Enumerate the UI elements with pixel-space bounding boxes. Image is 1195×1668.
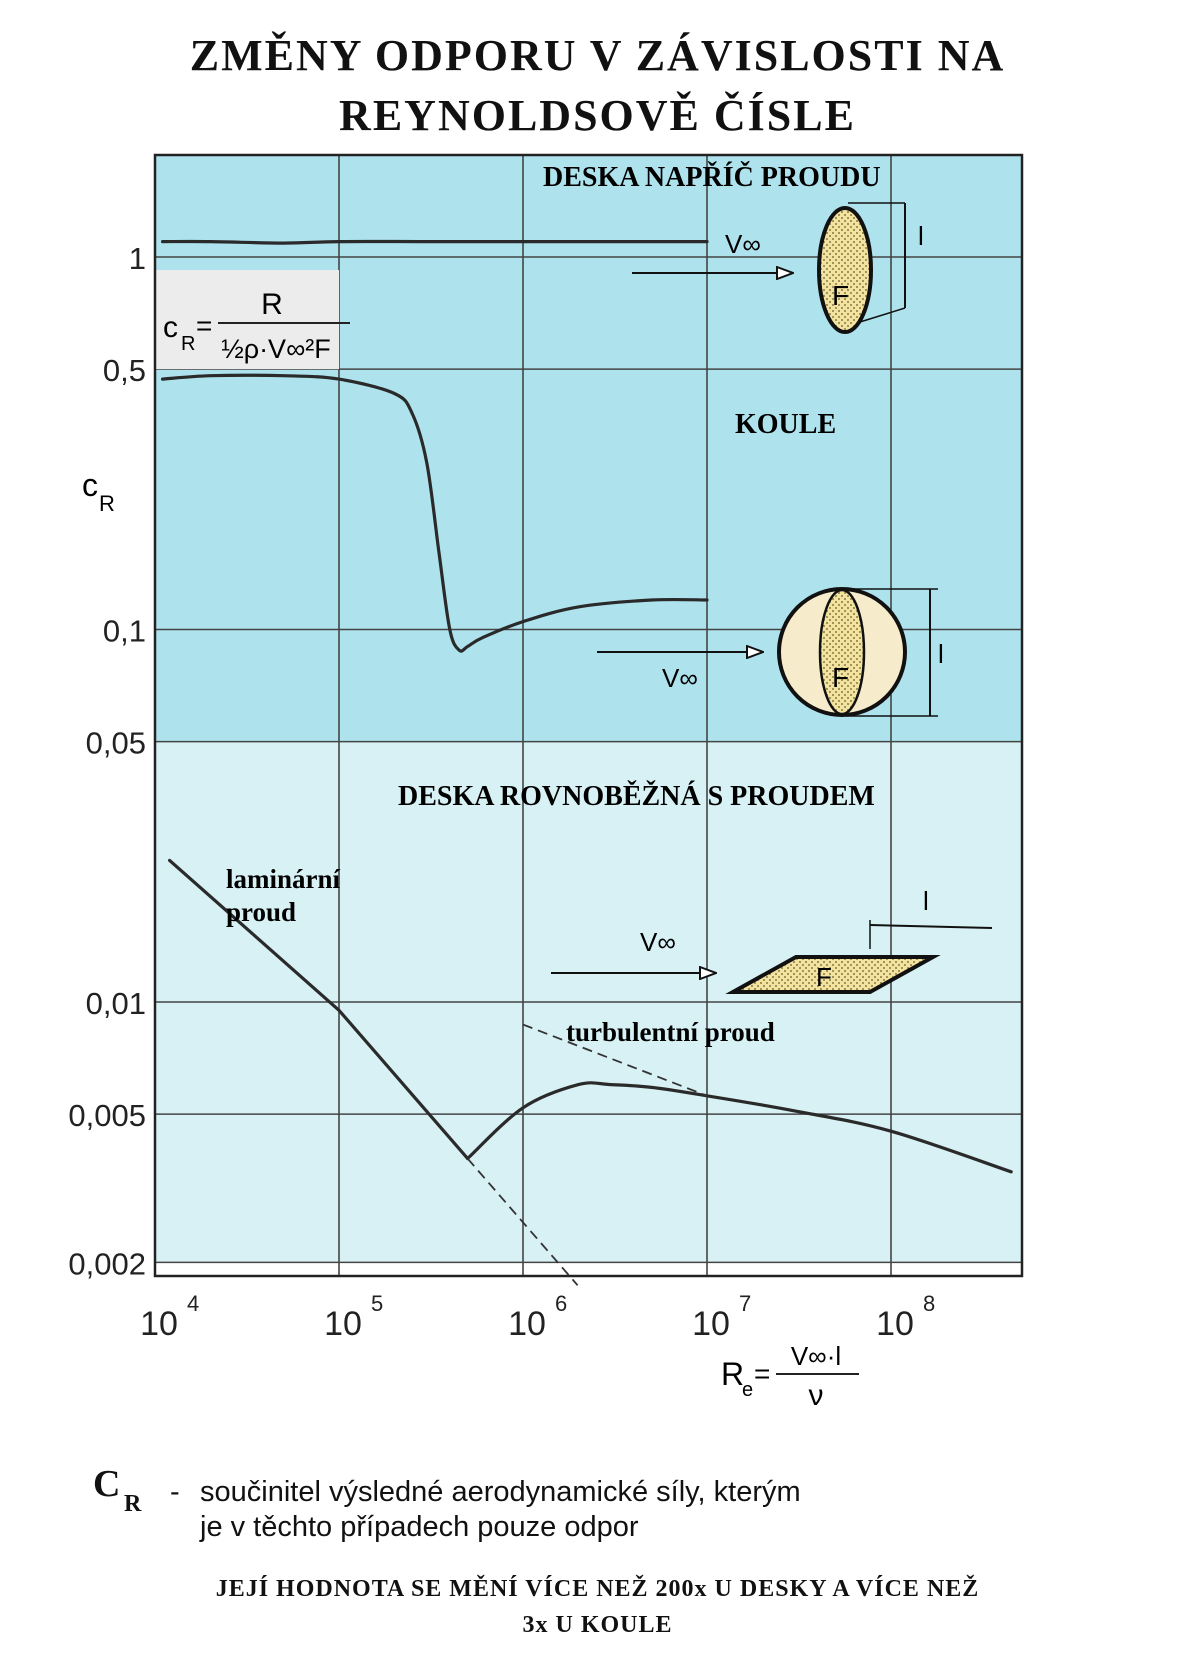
velocity-label-sphere: V∞ bbox=[662, 663, 698, 693]
x-tick-label-2: 10 bbox=[508, 1305, 546, 1343]
area-label-sphere: F bbox=[832, 662, 849, 693]
page-title-line-2: REYNOLDSOVĚ ČÍSLE bbox=[339, 91, 856, 140]
cr-formula-lhs-sub: R bbox=[181, 333, 195, 355]
y-tick-labels: 1 0,5 0,1 0,05 0,01 0,005 0,002 bbox=[68, 241, 146, 1281]
footer-line-2: 3x U KOULE bbox=[522, 1612, 673, 1638]
label-laminar-1: laminární bbox=[226, 864, 341, 894]
x-tick-exp-3: 7 bbox=[739, 1291, 751, 1316]
x-tick-exp-0: 4 bbox=[187, 1291, 199, 1316]
length-label-plate-parallel: l bbox=[923, 886, 929, 916]
x-axis-label-equals: = bbox=[754, 1358, 770, 1389]
cr-formula-lhs: c bbox=[163, 311, 178, 344]
x-tick-exp-4: 8 bbox=[923, 1291, 935, 1316]
plate-cross-sketch: V∞ F l bbox=[632, 202, 924, 334]
plate-parallel-shape bbox=[725, 955, 941, 994]
x-tick-exp-1: 5 bbox=[371, 1291, 383, 1316]
x-axis-label-main: R bbox=[721, 1356, 744, 1392]
x-tick-label-0: 10 bbox=[140, 1305, 178, 1343]
note-line-2: je v těchto případech pouze odpor bbox=[200, 1511, 639, 1543]
plate-cross-shape bbox=[817, 206, 873, 334]
page-title-line-1: ZMĚNY ODPORU V ZÁVISLOSTI NA bbox=[189, 31, 1006, 80]
x-axis-label-denominator: ν bbox=[809, 1379, 824, 1412]
x-tick-label-1: 10 bbox=[324, 1305, 362, 1343]
plate-parallel-dim-line bbox=[869, 924, 993, 929]
y-tick-label-5: 0,005 bbox=[68, 1098, 146, 1133]
y-tick-label-6: 0,002 bbox=[68, 1246, 146, 1281]
note-symbol-sub: R bbox=[124, 1491, 142, 1517]
plate-parallel-sketch: V∞ F l bbox=[551, 886, 993, 994]
x-axis-label-numerator: V∞·l bbox=[791, 1341, 841, 1371]
y-tick-label-1: 0,5 bbox=[103, 353, 146, 388]
x-tick-label-3: 10 bbox=[692, 1305, 730, 1343]
x-axis-label: R e = V∞·l ν bbox=[721, 1341, 859, 1412]
x-axis-label-sub: e bbox=[742, 1379, 753, 1401]
footer-line-1: JEJÍ HODNOTA SE MĚNÍ VÍCE NEŽ 200x U DES… bbox=[215, 1576, 980, 1602]
label-laminar-2: proud bbox=[226, 897, 296, 927]
velocity-label-plate-cross: V∞ bbox=[725, 229, 761, 259]
series-line-2 bbox=[168, 858, 470, 1161]
x-tick-exp-2: 6 bbox=[555, 1291, 567, 1316]
label-sphere: KOULE bbox=[735, 409, 836, 440]
velocity-label-plate-parallel: V∞ bbox=[640, 927, 676, 957]
sphere-sketch: V∞ F l bbox=[597, 587, 944, 717]
cr-formula-numerator: R bbox=[261, 288, 283, 321]
note-dash: - bbox=[170, 1476, 180, 1508]
area-label-plate-parallel: F bbox=[816, 962, 832, 992]
plot-frame bbox=[153, 153, 1024, 1278]
length-label-sphere: l bbox=[938, 639, 944, 669]
sphere-cross-section bbox=[818, 588, 866, 716]
asymptote-lines bbox=[466, 1023, 708, 1286]
series-line-0 bbox=[161, 239, 709, 245]
y-axis-label-sub: R bbox=[99, 491, 115, 516]
y-tick-label-0: 1 bbox=[129, 241, 146, 276]
x-tick-labels: 10 4 10 5 10 6 10 7 10 8 bbox=[140, 1291, 935, 1343]
formula-box bbox=[155, 270, 339, 370]
area-label-plate-cross: F bbox=[832, 280, 849, 311]
series-line-1 bbox=[161, 373, 709, 653]
label-turbulent: turbulentní proud bbox=[566, 1017, 775, 1047]
x-tick-label-4: 10 bbox=[876, 1305, 914, 1343]
turbulent-asymptote-line bbox=[522, 1023, 708, 1097]
laminar-extension-line bbox=[466, 1157, 579, 1286]
note-line-1: součinitel výsledné aerodynamické síly, … bbox=[200, 1476, 801, 1508]
cr-formula-equals: = bbox=[196, 310, 212, 341]
series-lines bbox=[161, 239, 1013, 1174]
label-plate-parallel: DESKA ROVNOBĚŽNÁ S PROUDEM bbox=[398, 781, 875, 812]
label-plate-cross: DESKA NAPŘÍČ PROUDU bbox=[543, 162, 881, 193]
series-line-3 bbox=[466, 1081, 1013, 1174]
y-tick-label-3: 0,05 bbox=[86, 726, 146, 761]
y-tick-label-4: 0,01 bbox=[86, 986, 146, 1021]
note-symbol: C bbox=[93, 1463, 121, 1505]
plate-cross-dim-bottom bbox=[859, 307, 906, 323]
y-tick-label-2: 0,1 bbox=[103, 614, 146, 649]
cr-formula-denominator: ½ρ·V∞²F bbox=[221, 334, 331, 364]
length-label-plate-cross: l bbox=[918, 221, 924, 251]
y-axis-label: c bbox=[82, 467, 98, 503]
